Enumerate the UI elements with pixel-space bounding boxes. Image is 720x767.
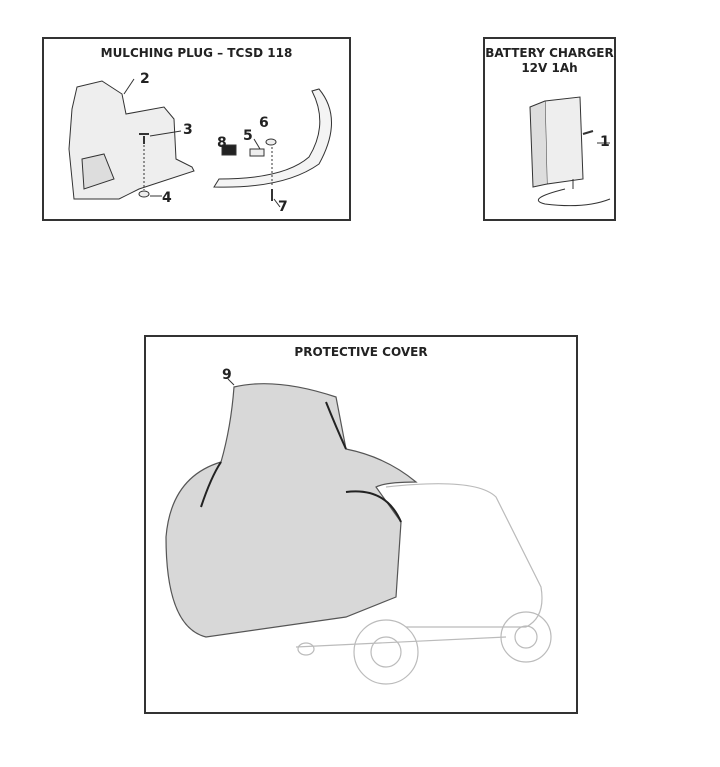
callout-9: 9 [222,367,232,383]
protective-cover-panel: PROTECTIVE COVER 9 [144,335,578,714]
callout-7: 7 [278,199,288,215]
panel-title: PROTECTIVE COVER [294,345,428,359]
callout-6: 6 [259,115,269,131]
panel-title-line2: 12V 1Ah [521,61,578,75]
callout-8: 8 [217,135,227,151]
callout-4: 4 [162,190,172,206]
battery-charger-illustration [529,96,611,207]
mulching-plug-illustration [68,78,332,208]
mulching-plug-panel: MULCHING PLUG – TCSD 118 2 3 4 5 6 7 8 [42,37,351,221]
panel-title: MULCHING PLUG – TCSD 118 [100,46,293,60]
callout-3: 3 [183,122,193,138]
panel-title-line1: BATTERY CHARGER [485,46,614,60]
callout-1: 1 [600,134,610,150]
protective-cover-illustration [165,378,552,685]
callout-5: 5 [243,128,253,144]
battery-charger-panel: BATTERY CHARGER 12V 1Ah 1 [483,37,616,221]
callout-2: 2 [140,71,150,87]
